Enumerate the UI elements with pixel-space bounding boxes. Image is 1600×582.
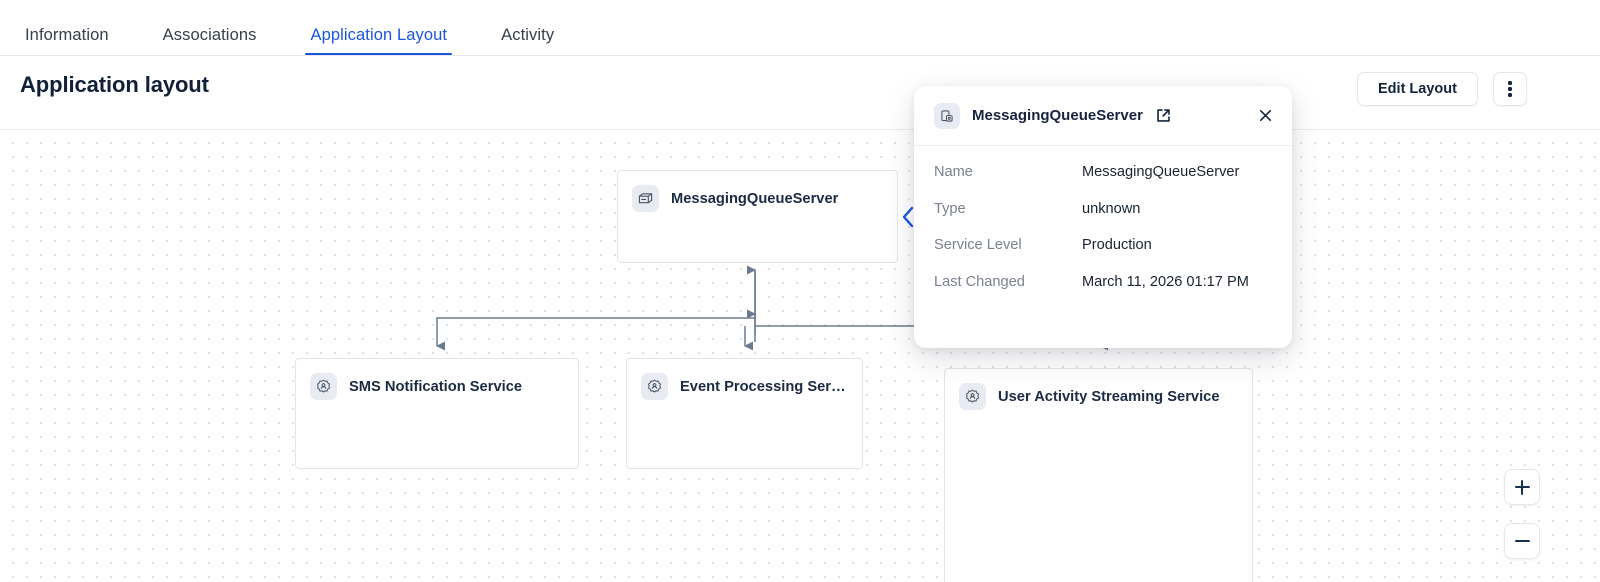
service-gear-icon	[959, 383, 986, 410]
node-user-activity-streaming-service[interactable]: User Activity Streaming Service	[944, 368, 1253, 582]
node-sms-notification-service[interactable]: SMS Notification Service	[295, 358, 579, 469]
zoom-in-button[interactable]	[1504, 469, 1540, 505]
tab-information[interactable]: Information	[25, 26, 109, 44]
tab-associations[interactable]: Associations	[162, 26, 257, 44]
layout-canvas[interactable]: MessagingQueueServer SMS Notification Se…	[0, 130, 1600, 582]
detail-key: Last Changed	[934, 274, 1025, 291]
popover-title: MessagingQueueServer	[972, 107, 1143, 124]
detail-row-last-changed: Last Changed March 11, 2026 01:17 PM	[934, 272, 1272, 293]
detail-row-service-level: Service Level Production	[934, 235, 1272, 256]
collapse-node-button[interactable]	[899, 202, 917, 232]
edit-layout-button[interactable]: Edit Layout	[1357, 72, 1478, 106]
detail-key: Service Level	[934, 237, 1022, 254]
minus-icon	[1514, 534, 1530, 549]
node-label: MessagingQueueServer	[671, 190, 839, 207]
node-label: User Activity Streaming Service	[998, 388, 1220, 405]
page-title: Application layout	[20, 72, 209, 97]
detail-value: March 11, 2026 01:17 PM	[1082, 274, 1249, 291]
detail-value: unknown	[1082, 200, 1141, 217]
device-detail-icon	[934, 102, 960, 129]
service-gear-icon	[310, 373, 337, 400]
detail-value: Production	[1082, 237, 1152, 254]
tab-application-layout[interactable]: Application Layout	[305, 26, 452, 55]
popover-header: MessagingQueueServer	[914, 86, 1292, 146]
node-label: SMS Notification Service	[349, 378, 523, 395]
detail-value: MessagingQueueServer	[1082, 164, 1240, 180]
chevron-left-icon	[902, 206, 914, 228]
tab-bar: Information Associations Application Lay…	[0, 0, 1600, 56]
detail-row-name: Name MessagingQueueServer	[934, 162, 1272, 183]
close-icon[interactable]	[1254, 105, 1276, 127]
page-header: Application layout Edit Layout	[0, 56, 1600, 130]
node-label: Event Processing Ser…	[680, 378, 846, 395]
node-detail-popover: MessagingQueueServer Name MessagingQueue…	[914, 86, 1292, 348]
external-link-icon[interactable]	[1155, 107, 1172, 124]
service-gear-icon	[641, 373, 668, 400]
detail-key: Type	[934, 200, 966, 217]
plus-icon	[1514, 479, 1530, 495]
more-options-button[interactable]	[1493, 72, 1527, 106]
detail-key: Name	[934, 164, 973, 180]
tab-activity[interactable]: Activity	[501, 26, 555, 44]
detail-row-type: Type unknown	[934, 199, 1272, 220]
popover-body: Name MessagingQueueServer Type unknown S…	[914, 146, 1292, 293]
node-messagingqueueserver[interactable]: MessagingQueueServer	[617, 170, 898, 263]
more-vertical-icon	[1508, 80, 1512, 98]
server-box-icon	[632, 185, 659, 212]
node-event-processing-service[interactable]: Event Processing Ser…	[626, 358, 863, 469]
zoom-out-button[interactable]	[1504, 523, 1540, 559]
